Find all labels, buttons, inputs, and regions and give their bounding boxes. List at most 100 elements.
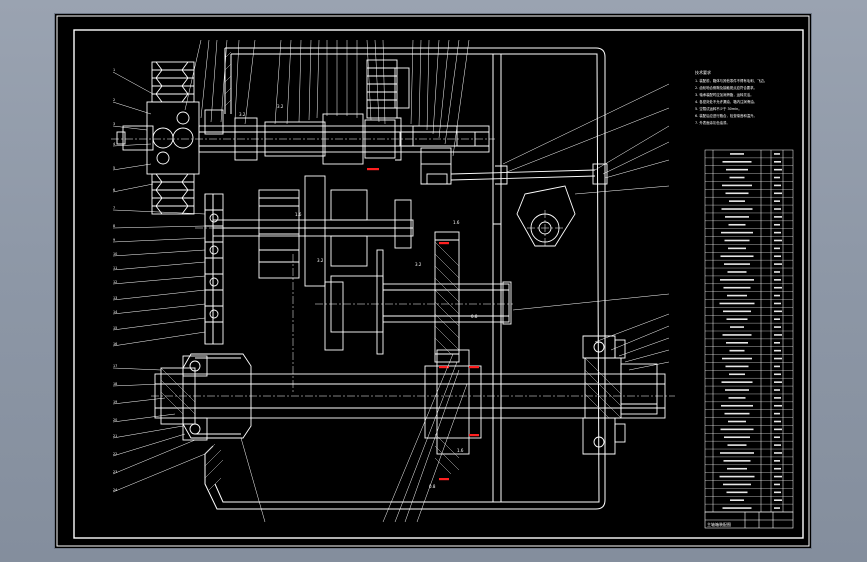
parts-row-text xyxy=(730,153,744,155)
svg-text:24: 24 xyxy=(113,488,117,492)
parts-row-material xyxy=(774,184,781,187)
parts-row-material xyxy=(774,499,782,501)
leaders-left xyxy=(112,71,206,493)
outer-frame xyxy=(56,15,810,547)
parts-row-text xyxy=(730,499,744,501)
parts-row-text xyxy=(729,176,745,179)
parts-row-material xyxy=(774,365,780,368)
parts-row-text xyxy=(723,286,751,289)
parts-row-text xyxy=(722,334,752,336)
parts-row-material xyxy=(774,342,780,344)
parts-row-text xyxy=(726,342,748,344)
parts-row-material xyxy=(774,404,782,407)
technical-notes: 技术要求 1. 装配前，箱体与其他零件不得有毛刺、飞边。 2. 齿轮啮合侧隙及接… xyxy=(695,69,767,125)
parts-row-text xyxy=(724,412,750,415)
dim-label: 0.8 xyxy=(471,314,478,319)
parts-row-material xyxy=(774,192,782,195)
leaders-right xyxy=(502,83,670,371)
dim-label: 3.2 xyxy=(415,262,422,267)
center-lines xyxy=(111,138,675,397)
parts-row-material xyxy=(774,381,782,383)
parts-row-material xyxy=(774,452,782,454)
parts-row-material xyxy=(774,349,781,352)
parts-row-text xyxy=(723,483,751,486)
svg-text:8: 8 xyxy=(113,224,115,228)
right-bearing xyxy=(582,335,626,455)
svg-text:18: 18 xyxy=(113,382,117,386)
parts-row-text xyxy=(723,310,751,313)
note-line: 1. 装配前，箱体与其他零件不得有毛刺、飞边。 xyxy=(695,78,767,83)
parts-row-text xyxy=(724,263,750,265)
parts-row-text xyxy=(720,255,754,258)
parts-row-text xyxy=(726,491,748,494)
parts-row-material xyxy=(774,357,782,360)
parts-row-text xyxy=(727,294,747,297)
parts-row-text xyxy=(725,192,749,195)
parts-row-text xyxy=(724,436,750,439)
note-line: 5. 空载试运转不少于 30min。 xyxy=(695,106,742,111)
parts-row-material xyxy=(774,444,781,446)
parts-row-material xyxy=(774,412,780,415)
parts-row-text xyxy=(730,326,744,328)
parts-row-material xyxy=(774,334,782,336)
parts-row-text xyxy=(729,200,745,202)
parts-row-text xyxy=(721,231,753,234)
parts-row-text xyxy=(720,452,754,454)
svg-text:17: 17 xyxy=(113,364,117,368)
title-block-label: 主轴箱装配图 xyxy=(707,521,731,527)
svg-text:2: 2 xyxy=(113,98,115,102)
note-line: 3. 轴承装配时应加润滑脂，运转灵活。 xyxy=(695,92,754,97)
svg-text:14: 14 xyxy=(113,310,117,314)
note-line: 7. 外表面涂灰色油漆。 xyxy=(695,120,730,125)
parts-row-material xyxy=(774,208,781,210)
title-block xyxy=(704,511,794,529)
inner-frame xyxy=(73,29,804,539)
svg-text:19: 19 xyxy=(113,400,117,404)
parts-row-text xyxy=(719,302,755,305)
parts-row-material xyxy=(774,161,781,163)
parts-row-text xyxy=(721,208,753,210)
svg-text:20: 20 xyxy=(113,418,117,422)
parts-row-material xyxy=(774,239,782,242)
pulley-assembly xyxy=(116,61,200,215)
parts-row-text xyxy=(726,318,748,320)
red-markers xyxy=(367,168,479,481)
svg-text:5: 5 xyxy=(113,166,115,170)
left-bearing-column xyxy=(204,109,224,345)
svg-text:23: 23 xyxy=(113,470,117,474)
svg-text:7: 7 xyxy=(113,206,115,210)
parts-row-text xyxy=(728,420,746,423)
svg-text:6: 6 xyxy=(113,188,115,192)
parts-row-material xyxy=(774,302,781,305)
parts-row-material xyxy=(774,420,781,423)
parts-row-text xyxy=(722,184,752,187)
parts-row-material xyxy=(774,294,780,297)
counter-shaft xyxy=(324,231,512,363)
svg-text:12: 12 xyxy=(113,280,117,284)
parts-row-material xyxy=(774,168,782,171)
parts-row-text xyxy=(728,223,746,226)
parts-row-material xyxy=(774,326,781,328)
svg-text:16: 16 xyxy=(113,342,117,346)
leaders-top xyxy=(184,39,470,157)
parts-row-material xyxy=(774,483,780,486)
svg-text:11: 11 xyxy=(113,266,117,270)
svg-text:4: 4 xyxy=(113,142,115,146)
dim-label: 1.6 xyxy=(295,212,302,217)
parts-row-material xyxy=(774,467,781,470)
dimension-labels: 3.2 3.2 3.2 3.2 1.6 0.8 1.6 0.8 1.6 xyxy=(239,104,478,489)
parts-row-text xyxy=(722,507,752,509)
parts-row-text xyxy=(724,239,750,242)
parts-table-rows xyxy=(705,153,793,509)
gearbox-housing xyxy=(204,47,606,510)
parts-row-text xyxy=(728,397,746,399)
dim-label: 3.2 xyxy=(277,104,284,109)
parts-row-material xyxy=(774,255,781,258)
main-spindle xyxy=(154,349,666,455)
parts-row-material xyxy=(774,176,780,179)
parts-row-text xyxy=(721,381,753,383)
parts-row-material xyxy=(774,373,781,376)
parts-row-material xyxy=(774,507,780,509)
parts-row-material xyxy=(774,279,781,281)
